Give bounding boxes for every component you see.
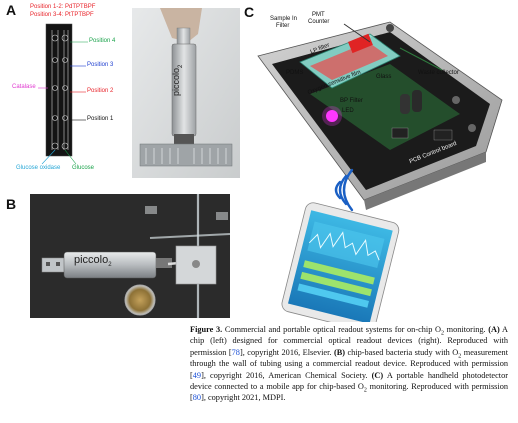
chip-body	[45, 23, 73, 157]
label-glass: Glass	[376, 74, 392, 80]
piccolo-text-b: piccolo2	[74, 254, 112, 269]
reference-link-80[interactable]: 80	[192, 393, 202, 403]
hand-shape	[160, 8, 202, 42]
label-pmt: PMT	[312, 12, 325, 18]
smartphone	[281, 202, 400, 322]
holder-block	[175, 245, 217, 285]
label-filter: Filter	[276, 23, 290, 29]
sample-chip	[139, 143, 233, 167]
panel-c-letter: C	[244, 4, 255, 20]
panel-b-letter: B	[6, 196, 17, 212]
legend-line-2: Position 3-4: PtTPTBPF	[30, 12, 94, 18]
reference-link-49[interactable]: 49	[192, 370, 202, 380]
label-sample-in: Sample In	[270, 16, 298, 22]
label-glucose: Glucose	[72, 165, 95, 171]
handheld-device-illustration	[257, 21, 503, 322]
piccolo-photo-b	[30, 194, 230, 318]
chip-illustration	[38, 23, 88, 165]
label-catalase: Catalase	[12, 84, 36, 90]
label-bp-filter: BP Filter	[340, 98, 363, 104]
wireless-signal-icon	[334, 168, 354, 212]
coin	[124, 284, 156, 316]
label-position-1: Position 1	[87, 116, 114, 122]
piccolo-photo-a	[132, 8, 240, 178]
label-position-3: Position 3	[87, 62, 114, 68]
chip-channels	[51, 30, 69, 150]
figure-number: Figure 3.	[190, 325, 223, 334]
legend-line-1: Position 1-2: PdTPTBPF	[30, 4, 96, 10]
label-led: LED	[342, 108, 354, 114]
reference-link-78[interactable]: 78	[231, 347, 240, 357]
piccolo-text-a: piccolo2	[171, 64, 184, 96]
label-glucose-oxidase: Glucose oxidase	[16, 165, 61, 171]
figure-caption: Figure 3. Commercial and portable optica…	[190, 325, 509, 403]
led-glow	[326, 110, 338, 122]
label-counter: Counter	[308, 19, 330, 25]
label-waste-collector: Waste collector	[418, 70, 459, 76]
panel-a-letter: A	[6, 2, 17, 18]
label-position-2: Position 2	[87, 88, 114, 94]
label-pdms: PDMS	[286, 70, 304, 76]
usb-plug	[176, 27, 191, 47]
usb-plug-b	[41, 257, 67, 273]
label-position-4: Position 4	[89, 38, 116, 44]
